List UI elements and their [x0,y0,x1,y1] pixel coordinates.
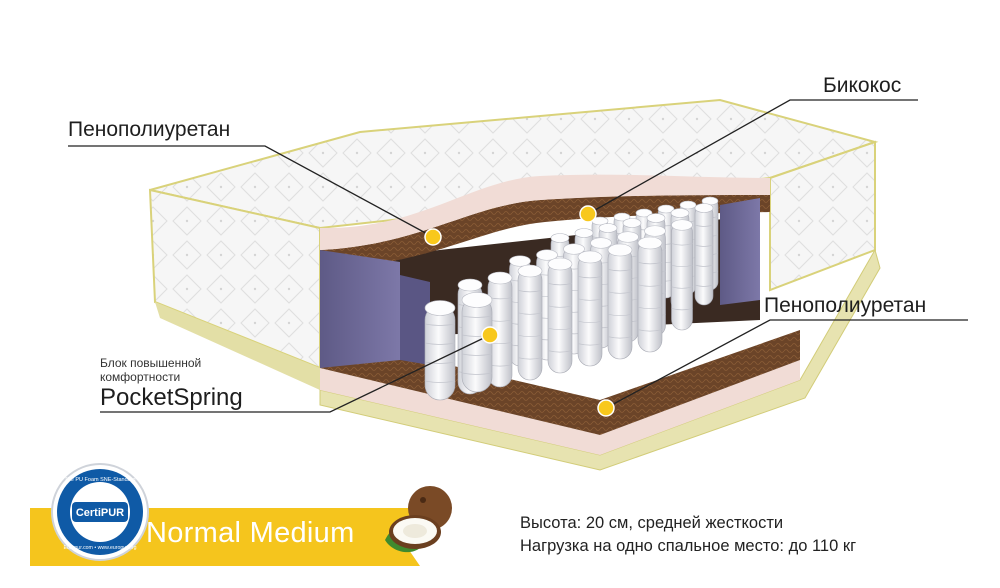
certipur-badge-icon: CertiPUR The PU Foam SNE-Standard Europu… [51,463,149,561]
marker-dots [424,205,615,417]
spec-line-height: Высота: 20 см, средней жесткости [520,514,784,532]
label-bicocos: Бикокос [823,74,902,97]
spring-coil [487,271,513,388]
spec-line-load: Нагрузка на одно спальное место: до 110 … [520,537,857,555]
label-spring-caption-2: комфортности [100,370,181,384]
leader-lines [68,99,968,413]
label-spring-caption-1: Блок повышенной [100,356,202,370]
spring-coil [577,250,603,367]
spring-coil [424,300,456,401]
label-top-foam: Пенополиуретан [68,118,231,141]
spring-coil [607,243,633,360]
spring-coil [461,292,493,393]
spring-coil [547,257,573,374]
badge-ring-text-top: The PU Foam SNE-Standard [64,477,135,483]
spec-block: Высота: 20 см, средней жесткости Нагрузк… [520,512,856,558]
certipur-text: CertiPUR [76,507,124,519]
spring-coil [694,203,714,306]
mattress-body [148,98,881,471]
label-spring-name: PocketSpring [100,384,243,411]
coconut-icon [385,486,452,553]
spring-coil [637,236,663,353]
ribbon-title: Normal Medium [146,517,355,549]
label-bottom-foam: Пенополиуретан [764,294,927,317]
spring-coil [671,219,693,331]
spring-coil [517,264,543,381]
badge-ring-text-bottom: Europur.com • www.europur.org [63,545,136,551]
pocket-springs [424,196,719,401]
